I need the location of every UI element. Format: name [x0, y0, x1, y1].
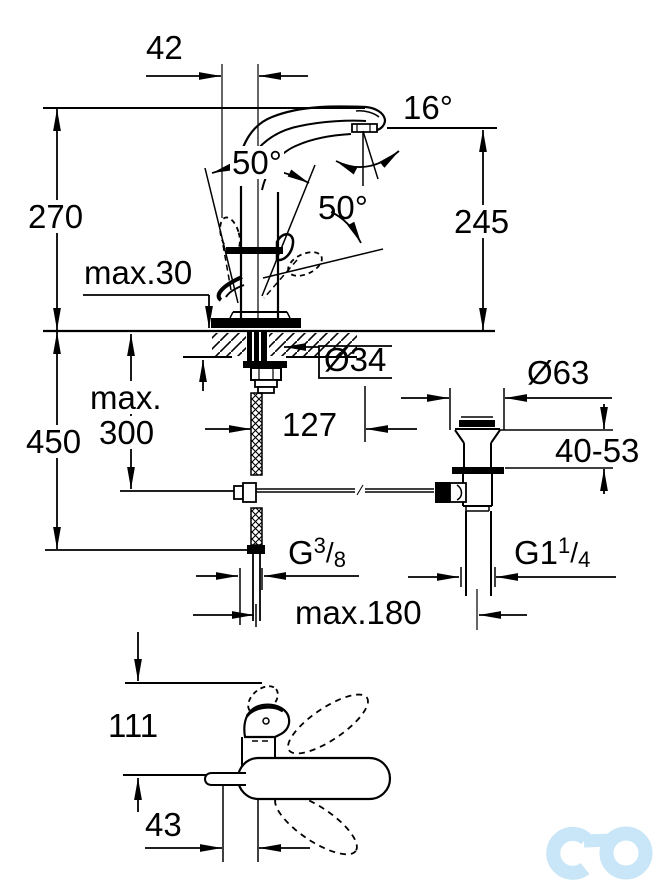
- g38-denominator: 8: [333, 547, 346, 572]
- g114-base: G1: [514, 534, 559, 571]
- g114-slash: /: [570, 537, 579, 568]
- spout-top-view: [203, 772, 246, 786]
- dim-127-label: 127: [282, 406, 338, 443]
- dimension-lines-middle: [45, 332, 417, 551]
- drain-plug-cap: [459, 420, 495, 427]
- dim-450-label: 450: [24, 423, 84, 460]
- threaded-shank: [247, 332, 267, 361]
- mounting-nut: [250, 367, 282, 381]
- g114-numerator: 1: [558, 533, 571, 558]
- handle-lever-paddle: [216, 275, 243, 302]
- rod-connector-knob: [435, 482, 450, 503]
- drain-tailpipe: [465, 511, 492, 596]
- brand-logo: [546, 826, 653, 880]
- supply-hose: [233, 392, 265, 621]
- hose-nut: [247, 545, 265, 554]
- g38-base: G: [288, 534, 314, 571]
- dim-43-label: 43: [145, 806, 182, 843]
- max-180-label: max.180: [295, 594, 422, 631]
- handle-swing-dashed-down: [274, 792, 358, 856]
- hose-end-pipe: [252, 554, 261, 621]
- angle-16-label: 16°: [403, 89, 453, 126]
- faucet-front-view: [211, 105, 387, 328]
- aerator: [351, 123, 378, 133]
- spout-outline: [234, 105, 387, 173]
- dim-300-label: 300: [97, 414, 157, 451]
- dim-111-label: 111: [108, 707, 159, 744]
- handle-swing-dashed-up: [287, 693, 369, 755]
- drain-assembly: [435, 416, 504, 630]
- max-30-label: max.30: [84, 254, 193, 291]
- range-40-53-label: 40-53: [555, 432, 640, 469]
- thread-g38-label: G3/8: [288, 533, 346, 572]
- dia-63-label: Ø63: [527, 354, 590, 391]
- handle-lever-loop: [275, 233, 295, 262]
- faucet-bottom-view: [123, 632, 392, 862]
- handle-solid-position: [236, 756, 392, 801]
- base-plate: [211, 318, 301, 328]
- mounting-washer: [243, 361, 287, 368]
- countertop-section: [43, 329, 495, 394]
- dim-245-label: 245: [452, 203, 512, 240]
- thread-g114-label: G11/4: [514, 533, 591, 572]
- pop-up-rod: [256, 484, 434, 496]
- drain-seal-ring: [452, 467, 504, 474]
- dia-34-label: Ø34: [324, 341, 387, 378]
- dim-270-label: 270: [26, 198, 86, 235]
- max-word-label: max.: [88, 379, 164, 416]
- dim-42-label: 42: [146, 29, 183, 66]
- handle-position-dashed-right: [287, 251, 323, 277]
- angle-50-right-label: 50°: [318, 189, 368, 226]
- g114-denominator: 4: [578, 547, 591, 572]
- label-frame-dia34: [318, 345, 392, 379]
- g38-numerator: 3: [313, 533, 326, 558]
- g38-slash: /: [325, 537, 334, 568]
- angle-50-left-label: 50°: [230, 144, 284, 181]
- dimension-lines-right: [193, 388, 616, 627]
